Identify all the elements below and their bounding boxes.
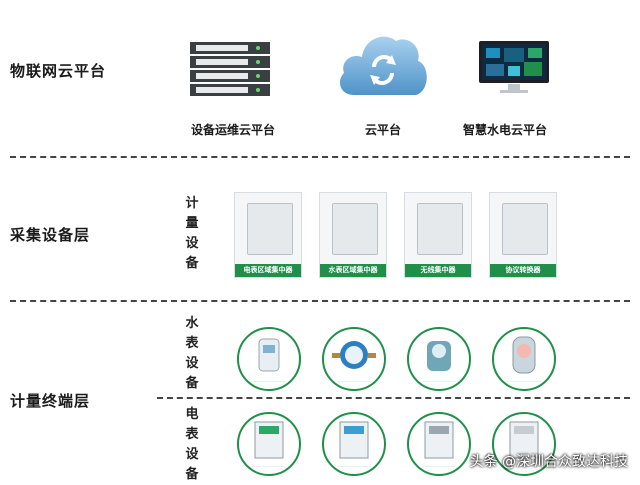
collector-card-wireless: 无线集中器 — [404, 192, 472, 278]
electric-meter-icon — [254, 421, 284, 459]
water-meter-icon — [512, 336, 536, 374]
layer-title-terminal: 计量终端层 — [10, 392, 91, 410]
collector-card-label: 电表区域集中器 — [235, 264, 301, 277]
meter-caption: …………………………… — [422, 464, 456, 468]
meter-caption: …………………………… — [507, 464, 541, 468]
separator-1 — [10, 156, 630, 158]
group-label-electric-text: 电表设备 — [185, 407, 199, 482]
collector-card-label: 协议转换器 — [490, 264, 556, 277]
layer-title-collect: 采集设备层 — [10, 226, 91, 244]
server-rack-icon — [190, 42, 270, 96]
caption-ops-cloud: 设备运维云平台 — [190, 123, 275, 137]
water-meter-circle: …………………………… — [322, 327, 386, 391]
meter-device-image — [332, 203, 378, 255]
separator-2 — [10, 300, 630, 302]
meter-caption: …………………………… — [252, 464, 286, 468]
electric-meter-icon — [339, 421, 369, 459]
meter-caption: …………………………… — [337, 464, 371, 468]
collector-card-water: 水表区域集中器 — [319, 192, 387, 278]
water-meter-icon — [427, 341, 451, 371]
meter-caption: …………………………… — [422, 379, 456, 383]
electric-meter-circle: …………………………… — [322, 412, 386, 476]
separator-3 — [157, 397, 630, 399]
water-meter-circle: …………………………… — [237, 327, 301, 391]
group-label-meters-text: 计量设备 — [185, 196, 199, 271]
electric-meter-circle: …………………………… — [407, 412, 471, 476]
meter-device-image — [247, 203, 293, 255]
group-label-meters: 计量设备 — [183, 194, 201, 274]
meter-caption: …………………………… — [507, 379, 541, 383]
group-label-water-text: 水表设备 — [185, 316, 199, 391]
caption-cloud: 云平台 — [364, 123, 401, 137]
electric-meter-circle: …………………………… — [492, 412, 556, 476]
meter-caption: …………………………… — [337, 379, 371, 383]
electric-meter-icon — [424, 421, 454, 459]
watermark: 头条 @深圳合众致达科技 — [469, 454, 628, 470]
meter-device-image — [417, 203, 463, 255]
collector-card-protocol: 协议转换器 — [489, 192, 557, 278]
group-label-electric: 电表设备 — [183, 405, 201, 485]
cloud-sync-icon — [339, 36, 427, 95]
water-meter-icon — [258, 338, 280, 372]
caption-smart-cloud: 智慧水电云平台 — [462, 123, 547, 137]
group-label-water: 水表设备 — [183, 314, 201, 394]
collector-card-label: 水表区域集中器 — [320, 264, 386, 277]
layer-title-cloud: 物联网云平台 — [10, 62, 107, 80]
collector-card-label: 无线集中器 — [405, 264, 471, 277]
electric-meter-icon — [509, 421, 539, 459]
water-meter-circle: …………………………… — [407, 327, 471, 391]
meter-caption: …………………………… — [252, 379, 286, 383]
meter-device-image — [502, 203, 548, 255]
collector-card-electric: 电表区域集中器 — [234, 192, 302, 278]
electric-meter-circle: …………………………… — [237, 412, 301, 476]
water-meter-circle: …………………………… — [492, 327, 556, 391]
monitor-dashboard-icon — [479, 41, 549, 93]
water-meter-icon — [332, 341, 376, 369]
